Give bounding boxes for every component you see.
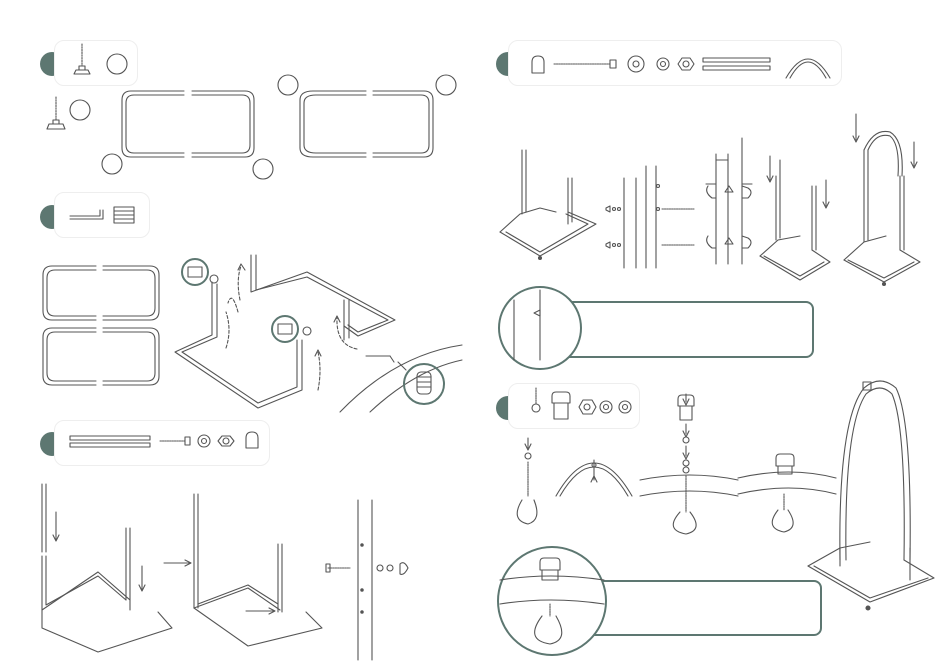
tube-icon xyxy=(70,436,150,447)
leveling-foot-icon xyxy=(47,97,65,129)
washer-icon xyxy=(198,435,210,447)
cap-nut-icon xyxy=(246,432,258,448)
bolt-icon xyxy=(160,437,190,445)
spring-clip-icon xyxy=(114,207,134,223)
part-label-circle xyxy=(107,54,127,74)
leveling-foot-icon xyxy=(74,44,90,74)
part-label-circle xyxy=(70,100,90,120)
dashed-arrow-icon xyxy=(228,298,238,312)
allen-key-icon xyxy=(70,210,103,219)
eye-bolt-icon xyxy=(532,388,540,412)
